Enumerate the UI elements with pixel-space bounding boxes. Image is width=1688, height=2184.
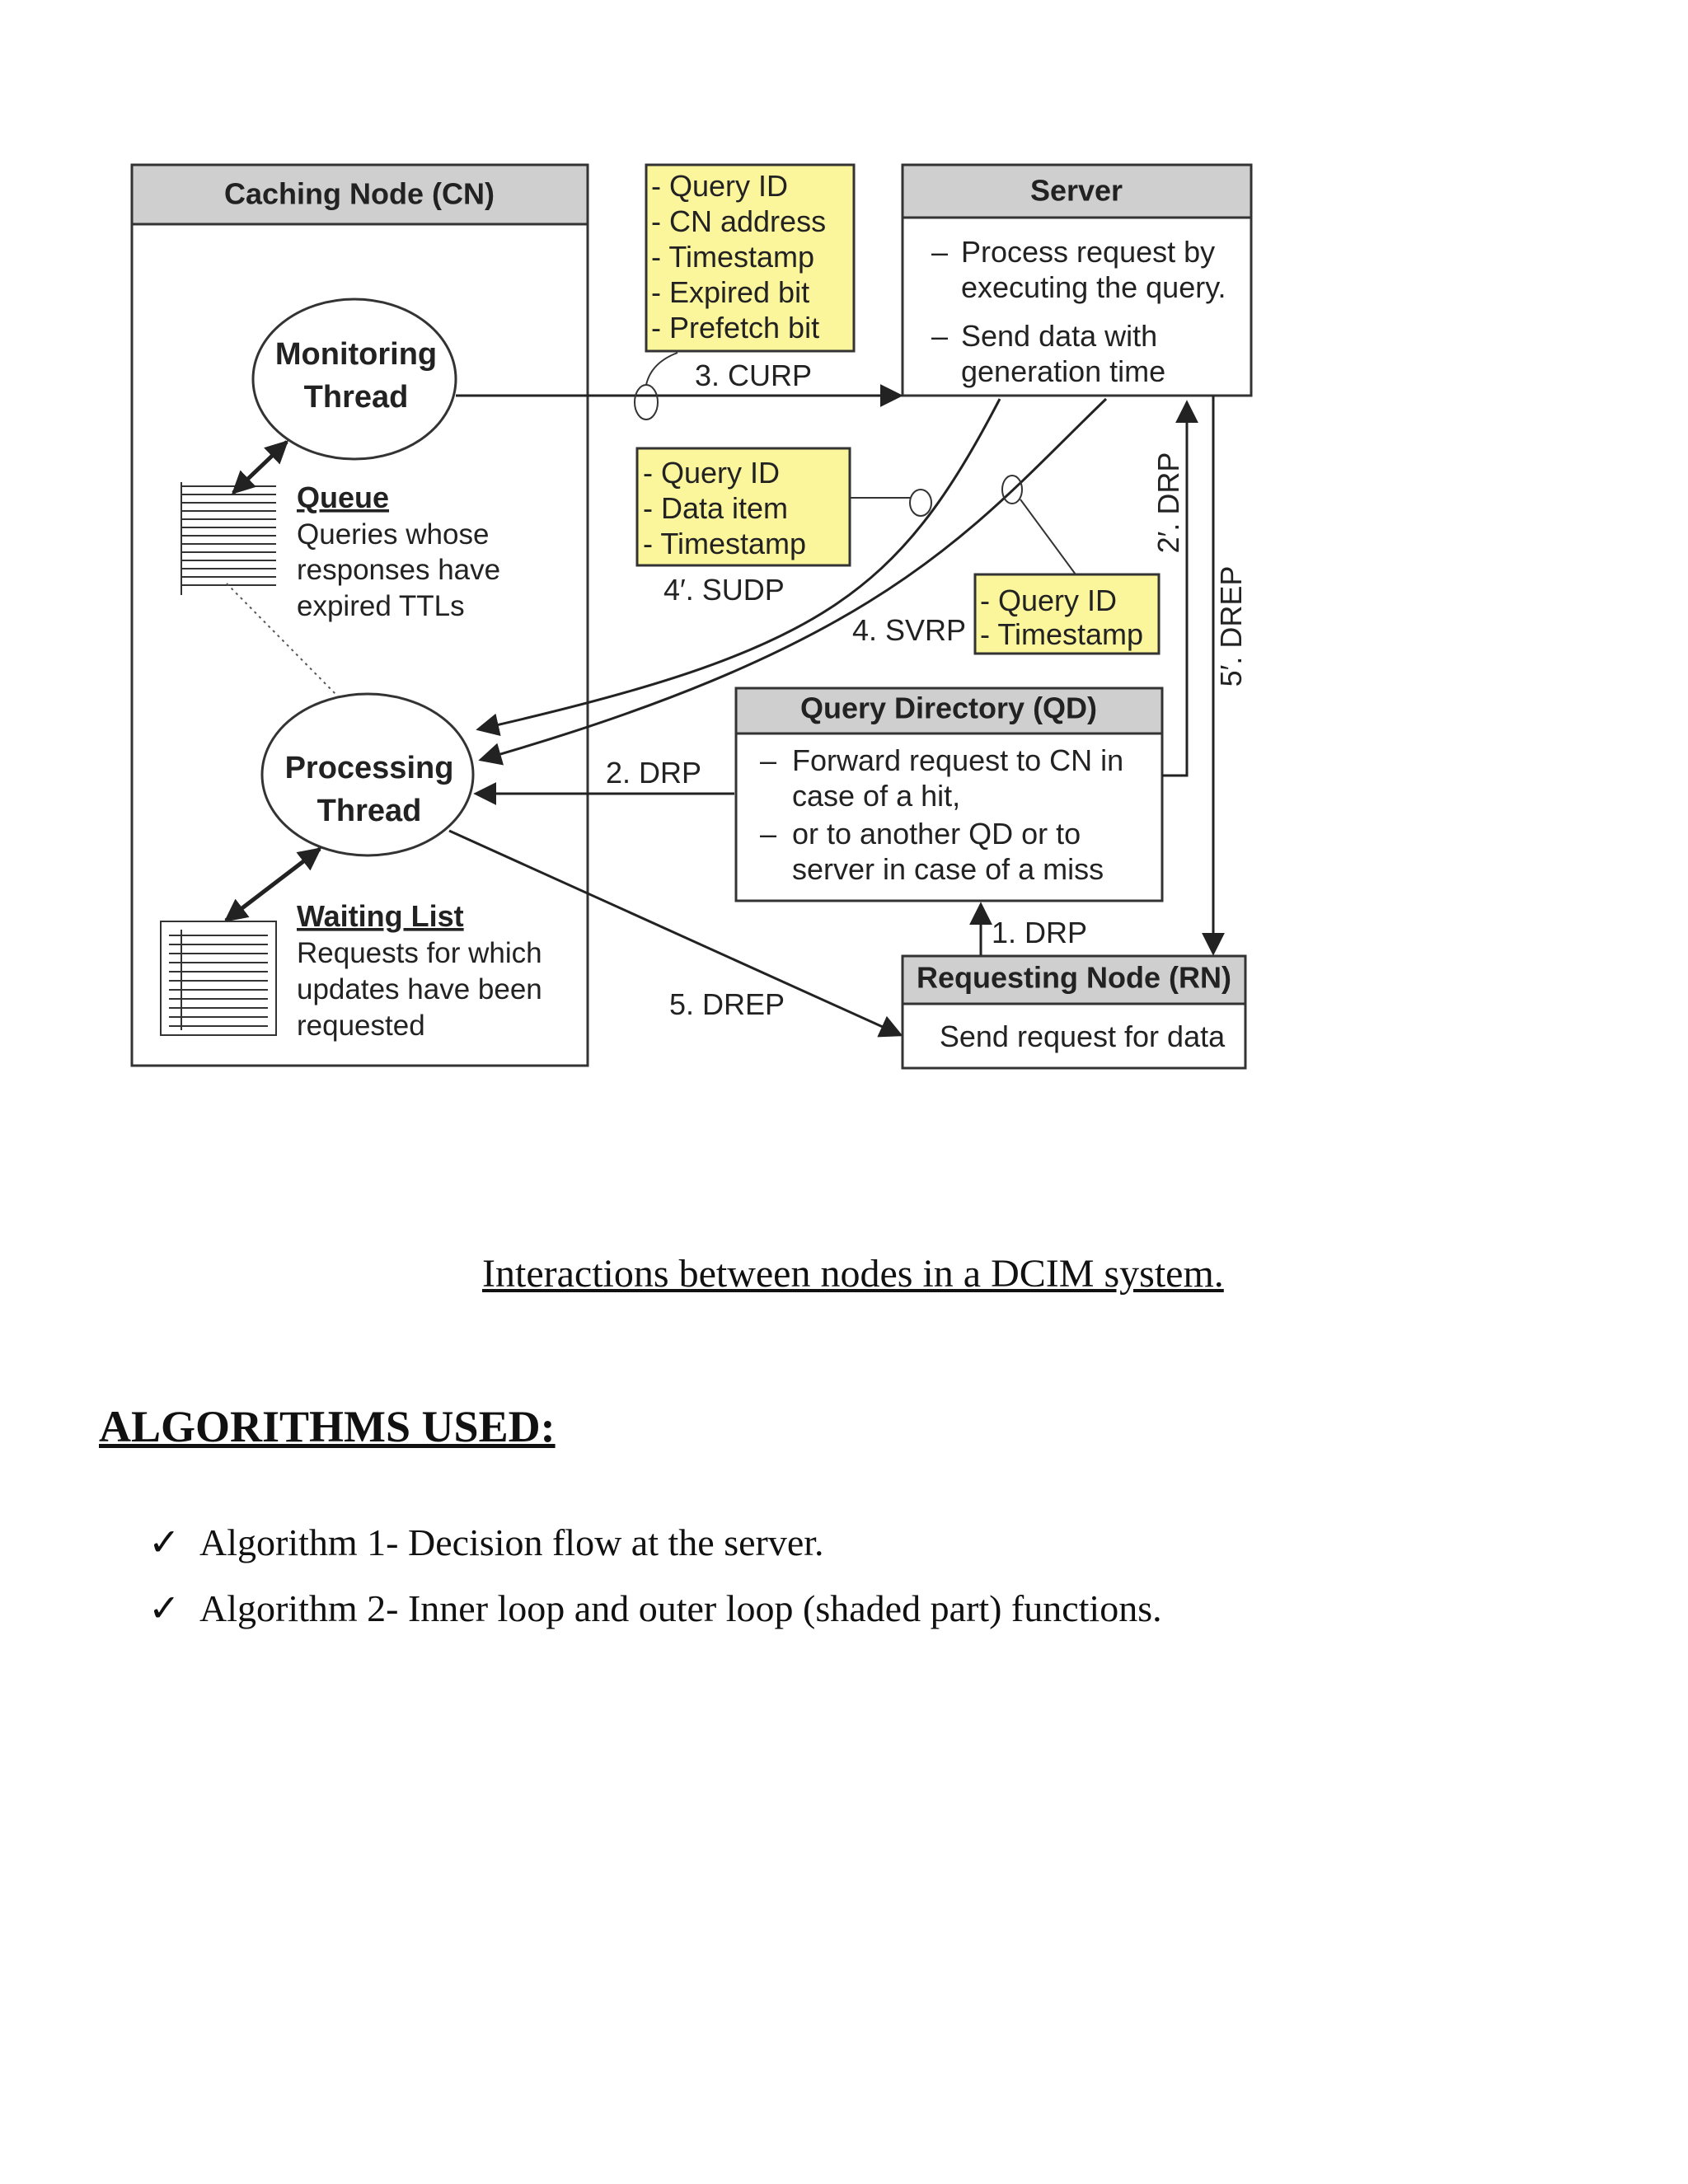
drp2-prime-label: 2′. DRP (1151, 452, 1185, 554)
queue-processing-dotted-link (226, 583, 339, 697)
sudp-note-line2: - Data item (643, 491, 788, 525)
server-line-3: Send data with (961, 319, 1157, 353)
curp-note-line2: - CN address (651, 204, 826, 238)
server-bullet-1: – (931, 235, 948, 269)
algorithm-text: Algorithm 2- Inner loop and outer loop (… (199, 1587, 1162, 1629)
sudp-attachment-ring (909, 489, 932, 517)
svrp-note-line1: - Query ID (980, 583, 1117, 617)
queue-desc-line1: Queries whose (297, 518, 489, 551)
queue-title: Queue (297, 480, 389, 514)
sudp-note-line3: - Timestamp (643, 527, 806, 560)
waiting-list-document-icon (160, 921, 277, 1036)
monitoring-queue-arrow (231, 440, 289, 494)
qd-line-4: server in case of a miss (792, 852, 1104, 886)
svrp-label: 4. SVRP (852, 613, 966, 647)
queue-desc-line3: expired TTLs (297, 590, 465, 622)
processing-waitinglist-arrow (223, 847, 322, 922)
curp-note-connector (645, 352, 678, 386)
drp1-label: 1. DRP (992, 916, 1087, 949)
server-line-2: executing the query. (961, 270, 1226, 304)
sudp-arrow (476, 398, 1001, 737)
requesting-node-title: Requesting Node (RN) (917, 961, 1231, 995)
curp-note-line3: - Timestamp (651, 240, 814, 274)
caching-node-title: Caching Node (CN) (224, 177, 495, 211)
drep5-arrow (448, 829, 903, 1038)
algorithm-list: ✓ Algorithm 1- Decision flow at the serve… (148, 1518, 1162, 1650)
monitoring-thread: Monitoring Thread (251, 298, 457, 461)
processing-thread-line2: Thread (317, 794, 422, 828)
qd-bullet-2: – (760, 817, 776, 851)
monitoring-thread-line1: Monitoring (275, 337, 437, 372)
server-bullet-2: – (931, 319, 948, 353)
dcim-interaction-diagram: Caching Node (CN) Monitoring Thread Queu… (130, 163, 1253, 1070)
drep5-prime-label: 5′. DREP (1214, 566, 1248, 687)
list-item: ✓ Algorithm 2- Inner loop and outer loop … (148, 1584, 1162, 1650)
svrp-attachment-ring (1001, 475, 1023, 504)
qd-line-3: or to another QD or to (792, 817, 1081, 851)
waiting-list-desc-line3: requested (297, 1010, 425, 1042)
curp-note-line4: - Expired bit (651, 275, 809, 309)
server-line-4: generation time (961, 354, 1165, 388)
drp2-label: 2. DRP (606, 756, 701, 790)
qd-line-1: Forward request to CN in (792, 743, 1123, 777)
query-directory-title: Query Directory (QD) (800, 691, 1097, 725)
curp-note: - Query ID - CN address - Timestamp - Ex… (645, 163, 856, 353)
drep5-label: 5. DREP (669, 987, 785, 1021)
server-title: Server (1030, 174, 1123, 208)
waiting-list-desc-line1: Requests for which (297, 937, 542, 969)
sudp-note-line1: - Query ID (643, 456, 780, 490)
curp-note-line5: - Prefetch bit (651, 311, 819, 344)
queue-desc-line2: responses have (297, 554, 500, 586)
requesting-node-box: Requesting Node (RN) Send request for da… (901, 954, 1247, 1070)
query-directory-box: Query Directory (QD) – Forward request t… (734, 687, 1164, 902)
svrp-arrow (478, 397, 1108, 766)
curp-attachment-ring (634, 384, 659, 420)
qd-line-2: case of a hit, (792, 779, 960, 813)
checkmark-icon: ✓ (148, 1521, 181, 1563)
processing-thread-line1: Processing (285, 751, 454, 785)
qd-bullet-1: – (760, 743, 776, 777)
drp2-prime-arrow (1162, 400, 1198, 777)
curp-note-line1: - Query ID (651, 169, 788, 203)
figure-caption: Interactions between nodes in a DCIM sys… (482, 1252, 1224, 1296)
svrp-note-line2: - Timestamp (980, 617, 1143, 651)
monitoring-thread-line2: Thread (304, 380, 409, 415)
processing-thread: Processing Thread (260, 692, 475, 857)
sudp-note: - Query ID - Data item - Timestamp (635, 447, 851, 567)
list-item: ✓ Algorithm 1- Decision flow at the serve… (148, 1518, 1162, 1584)
server-box: Server – Process request by executing th… (901, 163, 1253, 397)
curp-label: 3. CURP (695, 359, 812, 392)
svrp-note: - Query ID - Timestamp (973, 573, 1160, 655)
sudp-label: 4′. SUDP (663, 573, 785, 607)
requesting-node-line: Send request for data (940, 1019, 1226, 1053)
server-line-1: Process request by (961, 235, 1215, 269)
section-title: ALGORITHMS USED: (99, 1402, 556, 1451)
algorithm-text: Algorithm 1- Decision flow at the server… (199, 1521, 824, 1563)
waiting-list-desc-line2: updates have been (297, 973, 542, 1005)
checkmark-icon: ✓ (148, 1587, 181, 1629)
waiting-list-title: Waiting List (297, 899, 464, 933)
svrp-note-connector (1020, 499, 1076, 575)
